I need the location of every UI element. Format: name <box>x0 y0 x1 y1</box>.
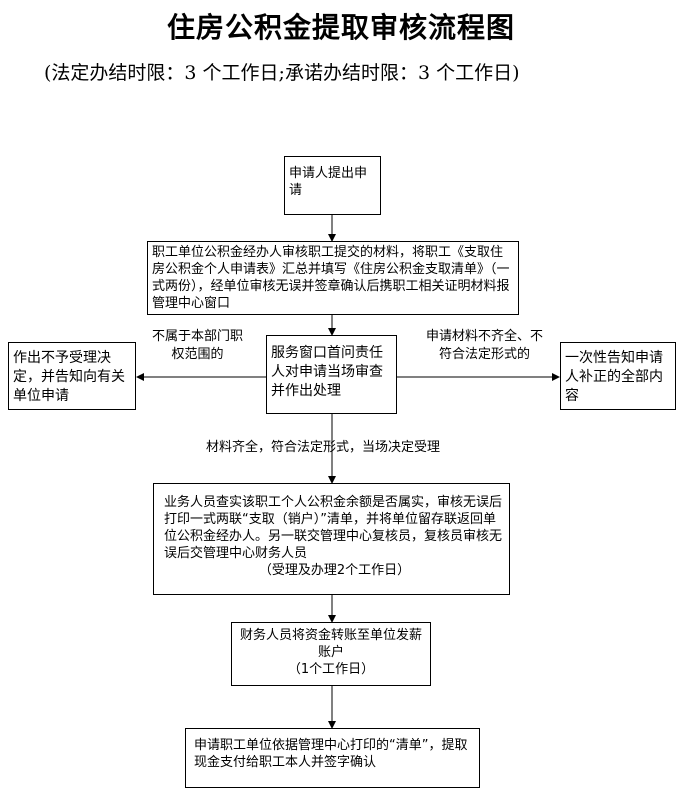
node-verify-text: 业务人员查实该职工个人公积金余额是否属实，审核无误后打印一式两联“支取（销户）”… <box>164 495 503 561</box>
node-apply: 申请人提出申请 <box>284 156 381 215</box>
node-transfer-text: 财务人员将资金转账至单位发薪账户 <box>239 628 422 660</box>
node-verify-duration: （受理及办理2个工作日） <box>258 563 411 578</box>
node-window-review: 服务窗口首问责任人对申请当场审查并作出处理 <box>266 335 397 414</box>
label-incomplete: 申请材料不齐全、不符合法定形式的 <box>425 329 543 362</box>
node-final: 申请职工单位依据管理中心打印的“清单”，提取现金支付给职工本人并签字确认 <box>185 728 480 788</box>
node-notify: 一次性告知申请人补正的全部内容 <box>560 342 676 410</box>
page-title: 住房公积金提取审核流程图 <box>166 11 515 44</box>
node-unit-review: 职工单位公积金经办人审核职工提交的材料，将职工《支取住房公积金个人申请表》汇总并… <box>147 241 519 315</box>
node-reject: 作出不予受理决定，并告知向有关单位申请 <box>8 342 136 410</box>
node-transfer: 财务人员将资金转账至单位发薪账户 （1个工作日） <box>231 622 431 686</box>
page-subtitle: (法定办结时限：3 个工作日;承诺办结时限：3 个工作日) <box>44 62 520 84</box>
node-verify: 业务人员查实该职工个人公积金余额是否属实，审核无误后打印一式两联“支取（销户）”… <box>153 483 510 595</box>
node-transfer-duration: （1个工作日） <box>287 662 375 677</box>
label-complete: 材料齐全，符合法定形式，当场决定受理 <box>206 440 441 455</box>
label-not-in-scope: 不属于本部门职权范围的 <box>151 329 243 362</box>
